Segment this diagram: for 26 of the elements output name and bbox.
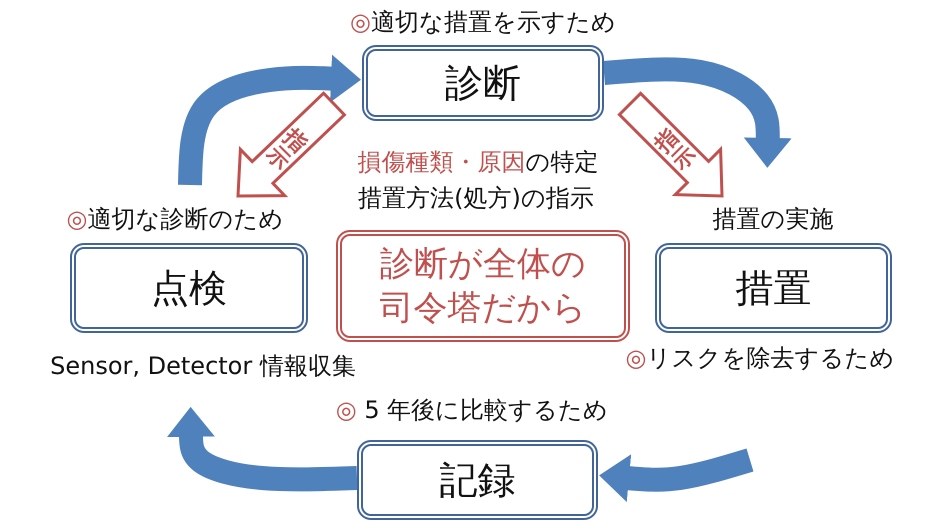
callout-box xyxy=(336,230,630,342)
edge-label: 指示 xyxy=(651,125,701,175)
box-label: 診断 xyxy=(445,60,521,106)
block-arrow xyxy=(617,91,724,198)
process-box xyxy=(70,243,308,333)
annotation-text: ◎適切な措置を示すため xyxy=(350,7,616,38)
process-box xyxy=(655,243,892,333)
annotation-text: Sensor, Detector 情報収集 xyxy=(50,351,356,382)
description-text: 損傷種類・原因 xyxy=(358,147,526,178)
annotation-text: ◎適切な診断のため xyxy=(66,204,284,235)
curved-arrow xyxy=(602,57,792,168)
box-label: 措置 xyxy=(736,264,812,312)
process-box xyxy=(357,440,598,520)
annotation-text: ◎ 5 年後に比較するため xyxy=(336,395,608,426)
block-arrow xyxy=(236,91,347,198)
box-label: 診断が全体の司令塔だから xyxy=(378,242,588,330)
description-text: の特定 xyxy=(526,147,598,178)
process-box xyxy=(362,45,604,121)
annotation-text: 措置の実施 xyxy=(712,204,834,235)
description-text: 措置方法(処方)の指示 xyxy=(358,183,594,214)
box-label: 記録 xyxy=(440,456,516,504)
edge-label: 指示 xyxy=(261,125,311,175)
box-label: 点検 xyxy=(151,264,227,312)
annotation-text: ◎リスクを除去するため xyxy=(626,343,894,374)
curved-arrow xyxy=(166,406,358,492)
curved-arrow xyxy=(599,448,754,502)
